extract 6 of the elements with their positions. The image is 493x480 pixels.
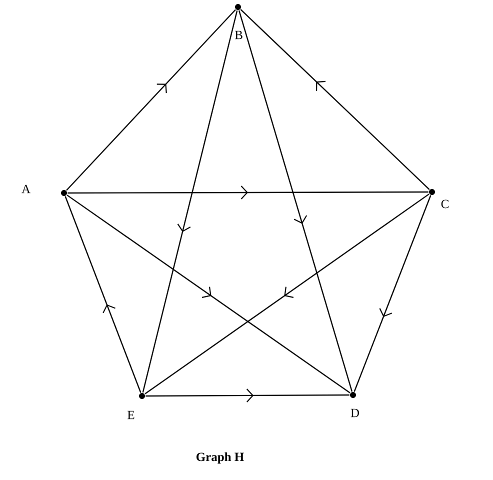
vertex-label: C <box>441 200 448 208</box>
vertex-label: E <box>128 410 134 420</box>
vertex-label: A <box>22 184 30 194</box>
caption: Graph H <box>196 452 244 464</box>
vertex-label: D <box>350 408 360 418</box>
vertex-label: B <box>235 30 242 40</box>
